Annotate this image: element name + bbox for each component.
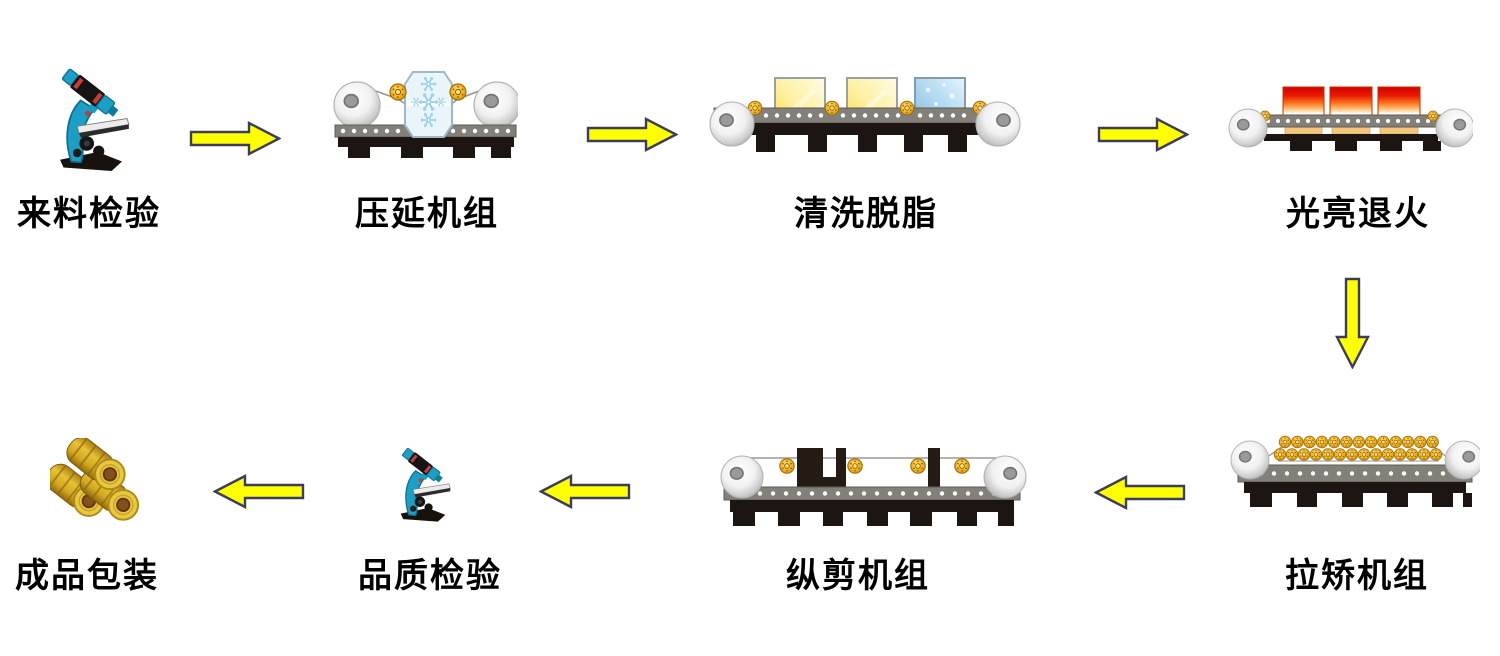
- down-arrow-icon: [1335, 277, 1370, 369]
- station-label: 清洗脱脂: [794, 195, 938, 233]
- station-label: 压延机组: [355, 195, 499, 233]
- station-label: 纵剪机组: [786, 557, 930, 595]
- right-arrow-icon: [1097, 117, 1189, 152]
- station-incoming-inspection: [48, 52, 134, 173]
- rolling-mill-icon: [333, 71, 518, 158]
- station-label: 来料检验: [17, 195, 161, 233]
- right-arrow-icon: [189, 121, 281, 156]
- leveler-gear-rows: [1273, 435, 1443, 461]
- station-label: 光亮退火: [1286, 195, 1430, 233]
- station-quality-inspection: [392, 436, 454, 523]
- left-arrow-icon: [1094, 475, 1186, 510]
- station-tension-leveler: [1230, 430, 1480, 508]
- package-coils-icon: [50, 438, 139, 521]
- cleaning-line-icon: [709, 77, 1021, 152]
- microscope-icon: [59, 66, 130, 172]
- annealing-furnace-icon: [1228, 86, 1473, 151]
- station-cleaning-degreasing: [700, 68, 1028, 156]
- station-label: 品质检验: [358, 557, 502, 595]
- station-bright-annealing: [1228, 82, 1473, 154]
- tension-leveler-icon: [1230, 435, 1480, 507]
- station-label: 拉矫机组: [1285, 557, 1429, 595]
- station-slitting-machine: [712, 444, 1032, 528]
- microscope-icon: [400, 446, 451, 523]
- station-label: 成品包装: [15, 557, 159, 595]
- slitting-machine-icon: [720, 448, 1027, 526]
- station-finished-packaging: [50, 438, 142, 524]
- station-rolling-mill: [333, 62, 518, 158]
- left-arrow-icon: [213, 474, 305, 509]
- right-arrow-icon: [586, 117, 678, 152]
- left-arrow-icon: [539, 474, 631, 509]
